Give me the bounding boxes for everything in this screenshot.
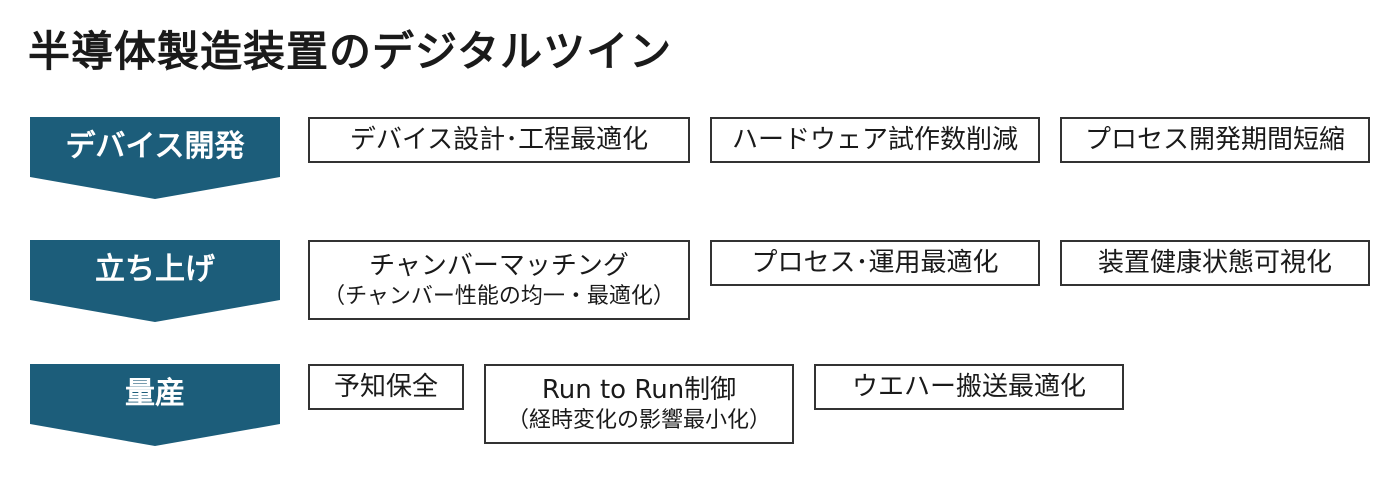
item-box: ハードウェア試作数削減 [710, 117, 1040, 163]
item-text: 装置健康状態可視化 [1097, 248, 1332, 278]
stage-label: デバイス開発 [65, 129, 245, 164]
item-text: ウエハー搬送最適化 [851, 372, 1086, 402]
item-box: チャンバーマッチング （チャンバー性能の均一・最適化） [308, 240, 690, 320]
stage-arrow-shape [30, 117, 280, 199]
item-subtext: （チャンバー性能の均一・最適化） [323, 284, 675, 309]
item-box: Run to Run制御 （経時変化の影響最小化） [484, 364, 794, 444]
item-box: デバイス設計･工程最適化 [308, 117, 690, 163]
item-text: Run to Run制御 [541, 375, 737, 405]
page-title: 半導体製造装置のデジタルツイン [28, 27, 673, 76]
item-box: プロセス･運用最適化 [710, 240, 1040, 286]
item-subtext: （経時変化の影響最小化） [506, 408, 771, 433]
item-text: 予知保全 [333, 372, 438, 402]
stage-label: 立ち上げ [95, 252, 215, 287]
item-box: 予知保全 [308, 364, 464, 410]
item-box: ウエハー搬送最適化 [814, 364, 1124, 410]
stage-arrow-shape [30, 240, 280, 322]
item-box: 装置健康状態可視化 [1060, 240, 1370, 286]
item-text: ハードウェア試作数削減 [731, 125, 1018, 155]
item-text: チャンバーマッチング [369, 251, 629, 281]
stage-arrow-shape [30, 364, 280, 446]
item-box: プロセス開発期間短縮 [1060, 117, 1370, 163]
item-text: プロセス･運用最適化 [751, 248, 999, 278]
item-text: デバイス設計･工程最適化 [349, 125, 649, 155]
stage-label: 量産 [125, 376, 185, 411]
item-text: プロセス開発期間短縮 [1084, 125, 1345, 155]
